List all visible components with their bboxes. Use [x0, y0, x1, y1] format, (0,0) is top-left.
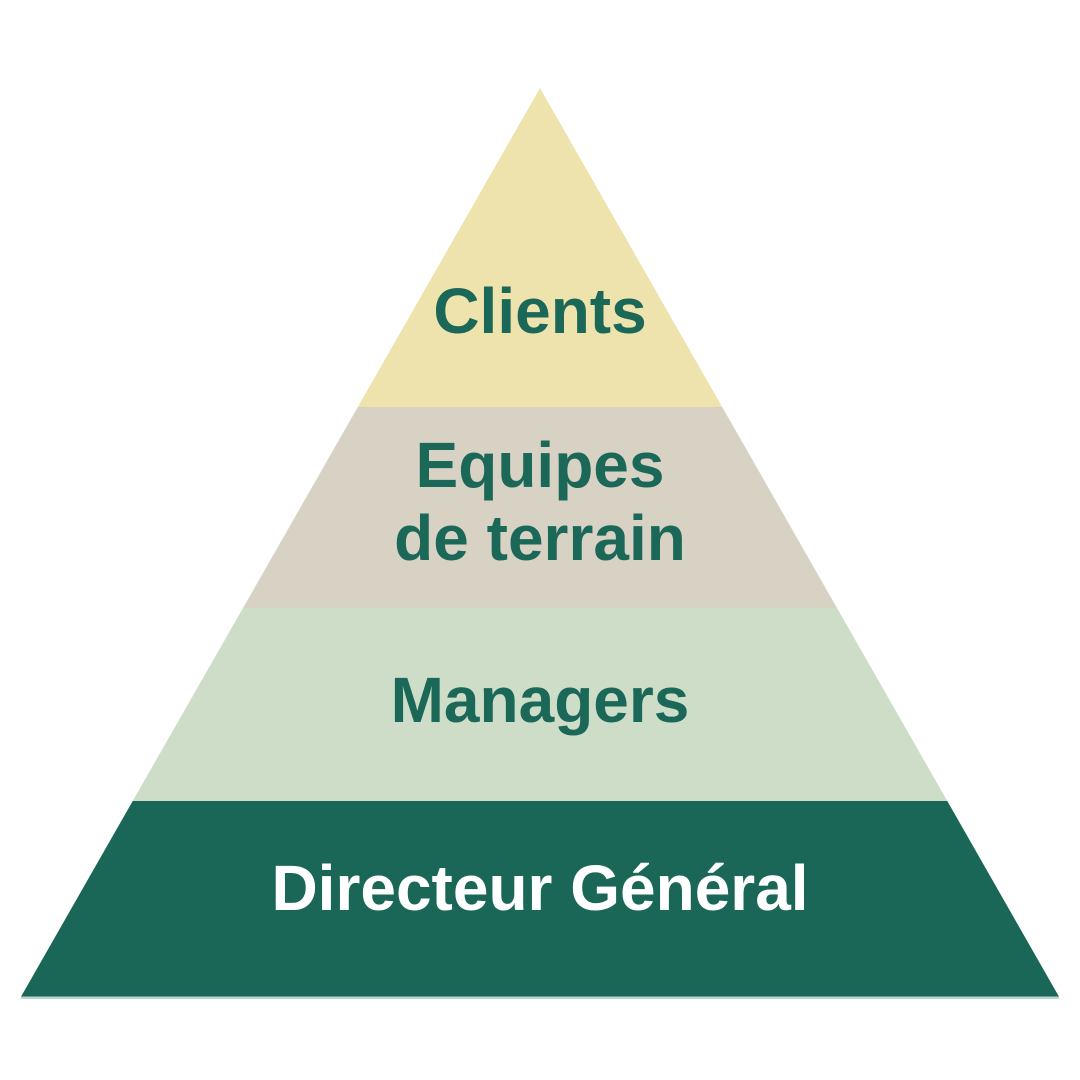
- pyramid-base-underline: [21, 996, 1059, 999]
- pyramid-level-managers: [132, 608, 948, 801]
- label-directeur-general: Directeur Général: [271, 852, 808, 924]
- label-managers: Managers: [391, 664, 690, 736]
- label-clients: Clients: [433, 275, 646, 347]
- label-equipes-line1: Equipes: [416, 429, 665, 501]
- pyramid-level-clients: [357, 88, 723, 407]
- label-equipes-line2: de terrain: [394, 502, 686, 574]
- pyramid-level-directeur-general: [21, 801, 1059, 997]
- pyramid-level-equipes-de-terrain: [243, 407, 837, 608]
